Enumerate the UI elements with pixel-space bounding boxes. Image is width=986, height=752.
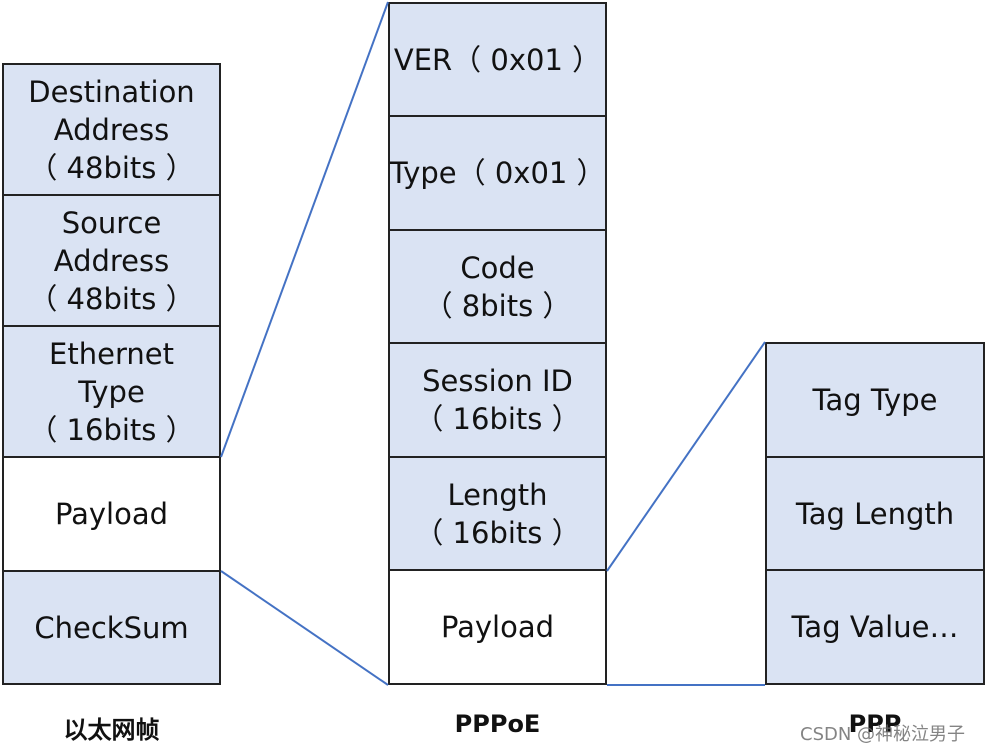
ethernet-cell-source-address: Source Address （ 48bits ）	[2, 194, 221, 327]
ethernet-cell-payload: Payload	[2, 456, 221, 572]
ppp-cell-tag-value: Tag Value…	[765, 569, 985, 685]
ethernet-cell-ethernet-type: Ethernet Type （ 16bits ）	[2, 325, 221, 458]
ppp-caption: PPP	[848, 710, 902, 738]
pppoe-stack: VER（ 0x01 ） Type（ 0x01 ） Code （ 8bits ） …	[388, 2, 607, 685]
ethernet-frame-stack: Destination Address （ 48bits ） Source Ad…	[2, 63, 221, 685]
ppp-cell-tag-type: Tag Type	[765, 342, 985, 458]
pppoe-caption: PPPoE	[454, 710, 541, 738]
connector-pppoe-payload-top	[606, 341, 766, 572]
pppoe-cell-type: Type（ 0x01 ）	[388, 115, 607, 231]
ppp-cell-tag-length: Tag Length	[765, 456, 985, 571]
ethernet-caption: 以太网帧	[63, 716, 160, 744]
pppoe-cell-payload: Payload	[388, 569, 607, 685]
watermark: CSDN @神秘泣男子	[800, 724, 966, 745]
connector-ethernet-payload-top	[220, 1, 389, 458]
ethernet-cell-destination-address: Destination Address （ 48bits ）	[2, 63, 221, 196]
connector-ethernet-payload-bottom	[220, 570, 389, 686]
pppoe-cell-ver: VER（ 0x01 ）	[388, 2, 607, 117]
pppoe-cell-length: Length （ 16bits ）	[388, 456, 607, 571]
ethernet-cell-checksum: CheckSum	[2, 570, 221, 685]
ppp-stack: Tag Type Tag Length Tag Value…	[765, 342, 985, 685]
